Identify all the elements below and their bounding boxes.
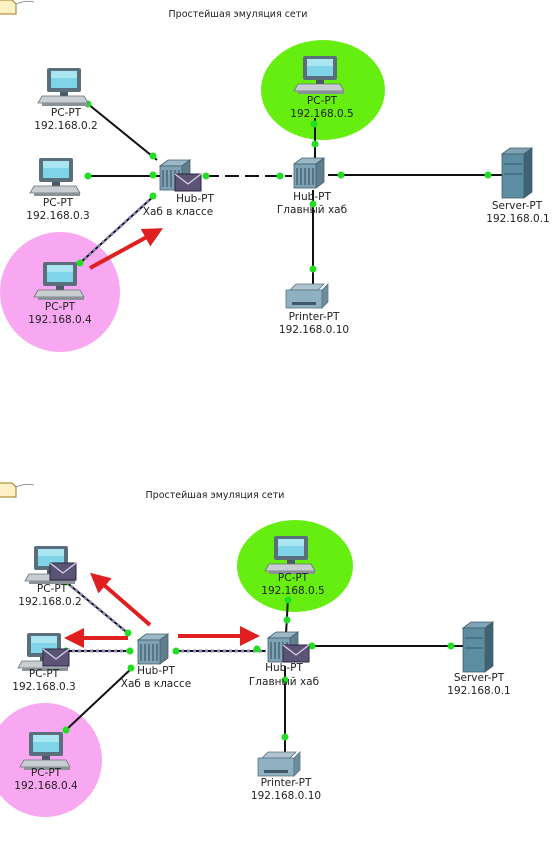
- panel-title: Простейшая эмуляция сети: [169, 9, 308, 20]
- envelope-icon: [42, 648, 70, 667]
- panel-1: Простейшая эмуляция сети PC-PT 192.168.0…: [0, 0, 550, 352]
- pc2-ip: 192.168.0.2: [34, 120, 97, 132]
- pc4-type: PC-PT: [31, 767, 62, 779]
- envelope-icon: [49, 562, 77, 581]
- hub1-type: Hub-PT: [176, 193, 214, 205]
- flow-arrow: [89, 572, 152, 627]
- pc2-type: PC-PT: [37, 583, 68, 595]
- pc5-ip: 192.168.0.5: [290, 108, 353, 120]
- link-lights: [76, 100, 492, 273]
- pc4-ip: 192.168.0.4: [28, 314, 92, 326]
- note-icon: [0, 482, 35, 498]
- pc3-type: PC-PT: [29, 668, 60, 680]
- server-ip: 192.168.0.1: [447, 685, 510, 697]
- hub2-type: Hub-PT: [293, 191, 331, 203]
- pc2-type: PC-PT: [51, 107, 82, 119]
- hub1-name: Хаб в классе: [143, 206, 213, 218]
- pc3-ip: 192.168.0.3: [12, 681, 75, 693]
- pc4-type: PC-PT: [45, 301, 76, 313]
- note-icon: [0, 0, 35, 15]
- hub1-name: Хаб в классе: [121, 678, 191, 690]
- hub2-type: Hub-PT: [265, 662, 303, 674]
- packet-trail: [78, 193, 157, 265]
- hub2-name: Главный хаб: [277, 204, 347, 216]
- printer-ip: 192.168.0.10: [279, 324, 349, 336]
- printer-ip: 192.168.0.10: [251, 790, 321, 802]
- hub2-name: Главный хаб: [249, 676, 319, 688]
- flow-arrow: [89, 228, 164, 270]
- hub1-type: Hub-PT: [137, 665, 175, 677]
- pc4-ip: 192.168.0.4: [14, 780, 78, 792]
- envelope-icon: [174, 173, 202, 192]
- server-type: Server-PT: [492, 200, 543, 212]
- server-icon[interactable]: [462, 621, 494, 673]
- pc5-type: PC-PT: [307, 95, 338, 107]
- printer-icon[interactable]: [285, 283, 329, 309]
- pc3-type: PC-PT: [43, 197, 74, 209]
- pc5-type: PC-PT: [278, 572, 309, 584]
- cable-pc4-hub1: [65, 667, 133, 731]
- link-lights: [62, 578, 455, 741]
- hub-icon[interactable]: [293, 157, 325, 189]
- hub-icon[interactable]: [137, 633, 169, 665]
- pc2-ip: 192.168.0.2: [18, 596, 81, 608]
- server-ip: 192.168.0.1: [486, 213, 549, 225]
- pc5-ip: 192.168.0.5: [261, 585, 324, 597]
- pc-icon[interactable]: [37, 67, 89, 107]
- printer-icon[interactable]: [257, 751, 301, 777]
- panel-2: Простейшая эмуляция сети PC-PT 192.168.0…: [0, 482, 511, 817]
- printer-type: Printer-PT: [289, 311, 340, 323]
- panel-title: Простейшая эмуляция сети: [146, 490, 285, 501]
- printer-type: Printer-PT: [261, 777, 312, 789]
- pc3-ip: 192.168.0.3: [26, 210, 89, 222]
- cable-pc2-hub1: [87, 103, 158, 161]
- server-type: Server-PT: [454, 672, 505, 684]
- packet-trail: [65, 580, 131, 637]
- server-icon[interactable]: [501, 147, 533, 199]
- pc-icon[interactable]: [29, 157, 81, 197]
- envelope-icon: [282, 644, 310, 663]
- cable-pc5-hub2: [285, 597, 289, 635]
